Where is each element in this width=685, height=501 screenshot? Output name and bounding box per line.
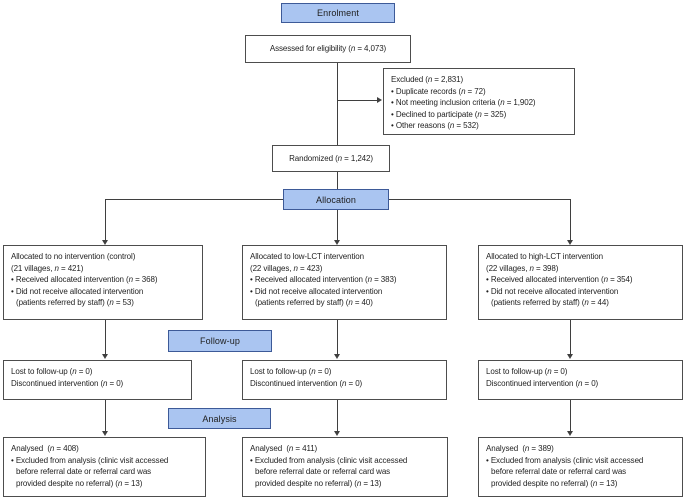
box-allocation-control: Allocated to no intervention (control) (… (3, 245, 203, 320)
arrowhead-allocation-high-lct (567, 240, 573, 245)
connector-low-lct-followup (337, 320, 338, 354)
arrowhead-allocation-low-lct (334, 240, 340, 245)
connector-high-lct-followup (570, 320, 571, 354)
analysed-line: before referral date or referral card wa… (255, 467, 391, 476)
connector-randomized-allocation (337, 172, 338, 189)
analysed-line: provided despite no referral) (n = 13) (255, 478, 382, 488)
box-allocation-low-lct: Allocated to low-LCT intervention (22 vi… (242, 245, 447, 320)
box-excluded: Excluded (n = 2,831) • Duplicate records… (383, 68, 575, 135)
box-analysed-low-lct: Analysed (n = 411) • Excluded from analy… (242, 437, 448, 497)
followup-line: Lost to follow-up (n = 0) (11, 367, 93, 376)
analysed-line: provided despite no referral) (n = 13) (491, 478, 618, 488)
assessed-text: Assessed for eligibility (n = 4,073) (269, 44, 387, 54)
connector-allocation-mid-down (337, 210, 338, 240)
arrowhead-excluded (377, 97, 382, 103)
arrowhead-followup-high-lct (567, 354, 573, 359)
excluded-line: Excluded (n = 2,831) (391, 75, 464, 84)
box-analysed-control: Analysed (n = 408) • Excluded from analy… (3, 437, 206, 497)
excluded-line: • Not meeting inclusion criteria (n = 1,… (391, 98, 536, 107)
arrowhead-analysed-high-lct (567, 431, 573, 436)
box-followup-control: Lost to follow-up (n = 0) Discontinued i… (3, 360, 192, 400)
excluded-line: • Duplicate records (n = 72) (391, 86, 486, 96)
box-randomized: Randomized (n = 1,242) (272, 145, 390, 172)
connector-low-lct-analysed (337, 400, 338, 431)
allocation-line: • Did not receive allocated intervention (11, 286, 144, 296)
connector-allocation-left (105, 199, 283, 200)
analysed-line: before referral date or referral card wa… (491, 467, 627, 476)
allocation-line: • Received allocated intervention (n = 3… (250, 275, 397, 284)
arrowhead-analysed-low-lct (334, 431, 340, 436)
followup-line: Discontinued intervention (n = 0) (250, 378, 363, 388)
excluded-line: • Declined to participate (n = 325) (391, 109, 507, 119)
allocation-line: Allocated to no intervention (control) (11, 252, 136, 261)
box-assessed: Assessed for eligibility (n = 4,073) (245, 35, 411, 63)
allocation-line: (patients referred by staff) (n = 40) (255, 298, 373, 307)
arrowhead-followup-control (102, 354, 108, 359)
box-followup-high-lct: Lost to follow-up (n = 0) Discontinued i… (478, 360, 683, 400)
analysed-line: before referral date or referral card wa… (16, 467, 152, 476)
allocation-line: • Did not receive allocated intervention (486, 286, 619, 296)
phase-label-enrolment: Enrolment (281, 3, 395, 23)
allocation-line: • Received allocated intervention (n = 3… (486, 275, 633, 284)
allocation-line: (21 villages, n = 421) (11, 263, 84, 273)
analysed-line: • Excluded from analysis (clinic visit a… (11, 455, 169, 465)
allocation-line: (patients referred by staff) (n = 53) (16, 298, 134, 307)
connector-high-lct-analysed (570, 400, 571, 431)
phase-label-analysis: Analysis (168, 408, 271, 429)
connector-allocation-left-down (105, 199, 106, 240)
followup-line: Lost to follow-up (n = 0) (486, 367, 568, 376)
followup-line: Discontinued intervention (n = 0) (486, 378, 599, 388)
analysed-line: provided despite no referral) (n = 13) (16, 478, 143, 488)
connector-control-followup (105, 320, 106, 354)
randomized-text: Randomized (n = 1,242) (289, 153, 373, 163)
analysed-line: Analysed (n = 411) (250, 444, 318, 453)
box-allocation-high-lct: Allocated to high-LCT intervention (22 v… (478, 245, 683, 320)
allocation-line: (22 villages, n = 423) (250, 263, 323, 273)
allocation-line: Allocated to low-LCT intervention (250, 252, 364, 261)
excluded-line: • Other reasons (n = 532) (391, 121, 479, 130)
connector-allocation-right-down (570, 199, 571, 240)
connector-allocation-right (389, 199, 570, 200)
arrowhead-analysed-control (102, 431, 108, 436)
connector-control-analysed (105, 400, 106, 431)
box-analysed-high-lct: Analysed (n = 389) • Excluded from analy… (478, 437, 683, 497)
followup-line: Discontinued intervention (n = 0) (11, 378, 124, 388)
analysed-line: • Excluded from analysis (clinic visit a… (250, 455, 408, 465)
phase-label-followup: Follow-up (168, 330, 272, 352)
allocation-line: (patients referred by staff) (n = 44) (491, 298, 609, 307)
arrowhead-followup-low-lct (334, 354, 340, 359)
allocation-line: • Received allocated intervention (n = 3… (11, 275, 158, 284)
analysed-line: Analysed (n = 389) (486, 444, 554, 453)
connector-to-excluded (337, 100, 377, 101)
allocation-line: Allocated to high-LCT intervention (486, 252, 603, 261)
arrowhead-allocation-control (102, 240, 108, 245)
connector-assessed-randomized (337, 63, 338, 145)
phase-label-allocation: Allocation (283, 189, 389, 210)
analysed-line: Analysed (n = 408) (11, 444, 79, 453)
followup-line: Lost to follow-up (n = 0) (250, 367, 332, 376)
allocation-line: • Did not receive allocated intervention (250, 286, 383, 296)
box-followup-low-lct: Lost to follow-up (n = 0) Discontinued i… (242, 360, 447, 400)
analysed-line: • Excluded from analysis (clinic visit a… (486, 455, 644, 465)
allocation-line: (22 villages, n = 398) (486, 263, 559, 273)
